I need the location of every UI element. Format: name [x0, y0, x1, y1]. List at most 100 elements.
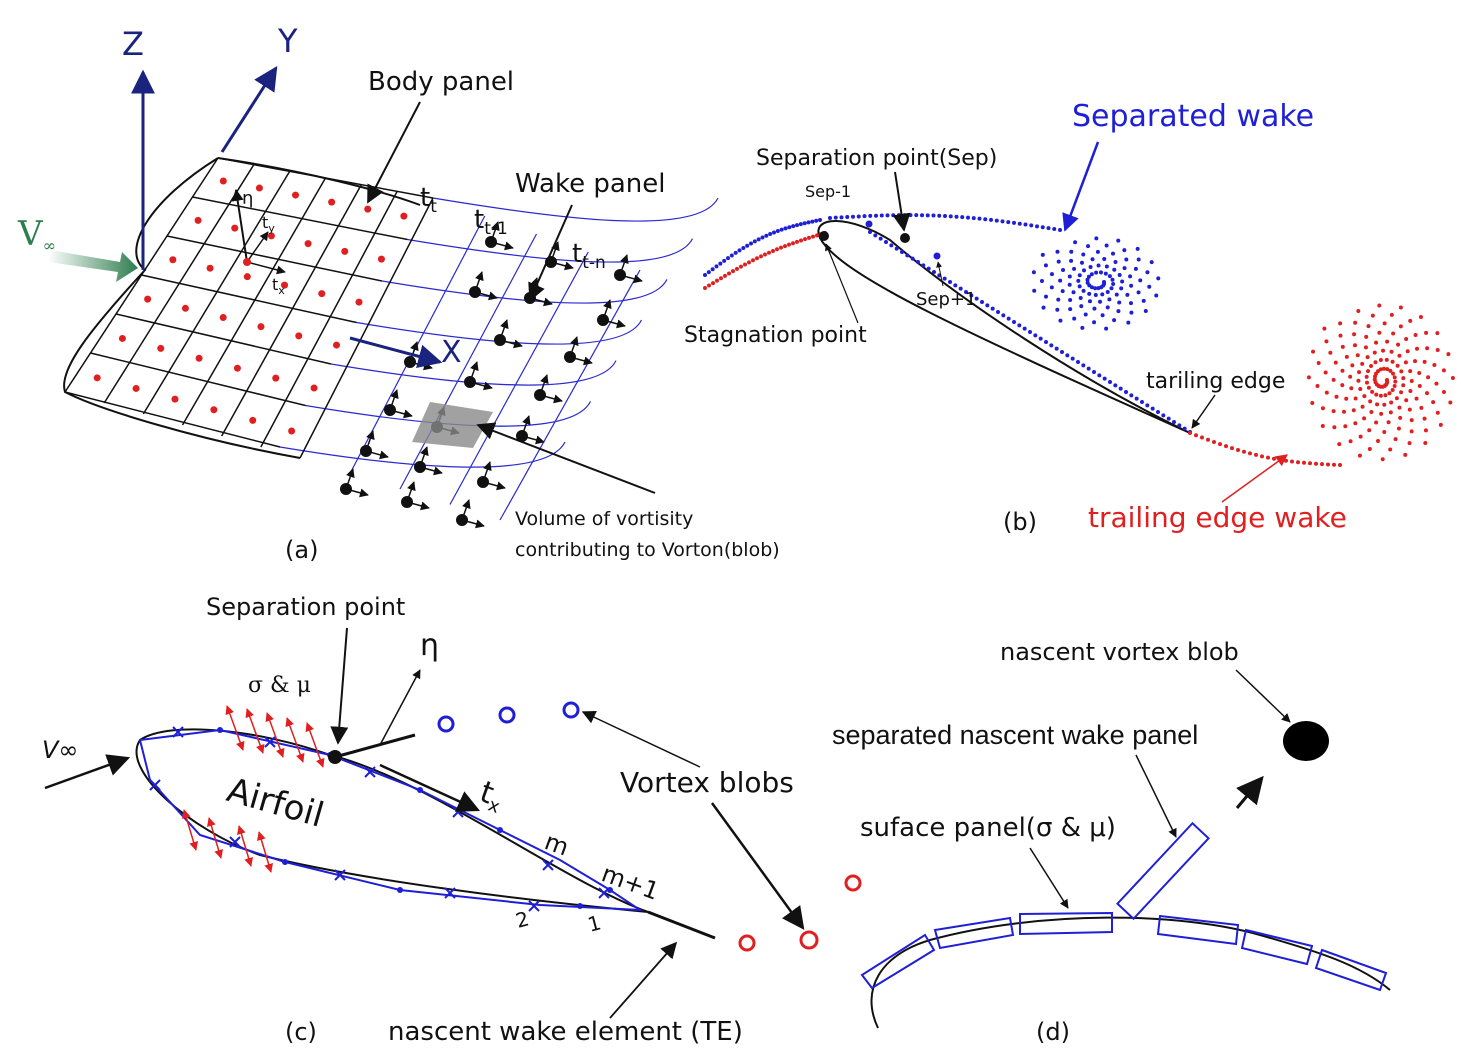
surface-curve-d: [870, 916, 1391, 1029]
blue-spiral-dot: [1087, 291, 1092, 296]
sigma-mu-arrow: [207, 817, 223, 859]
blue-wake-dot: [1140, 400, 1144, 404]
red-spiral-dot: [1392, 375, 1397, 380]
red-spiral-dot: [1396, 426, 1401, 431]
control-point: [257, 323, 265, 331]
blue-spiral-dot: [1081, 288, 1086, 293]
wake-row-line: [381, 279, 668, 304]
blue-spiral-dot: [1133, 266, 1138, 271]
blue-wake-dot: [889, 243, 894, 248]
blue-spiral-dot: [1119, 286, 1124, 291]
control-point: [281, 281, 289, 289]
panel-node-dot: [497, 827, 503, 833]
red-spiral-dot: [1441, 390, 1446, 395]
red-spiral-dot: [1397, 405, 1402, 410]
volume-label-line2: contributing to Vorton(blob): [515, 539, 780, 561]
blue-spiral-dot: [1092, 306, 1097, 311]
blue-spiral-dot: [1058, 318, 1063, 323]
surface-panel: [933, 916, 1015, 950]
red-spiral-dot: [1423, 440, 1428, 445]
blue-spiral-dot: [1096, 286, 1101, 291]
blue-spiral-dot: [1145, 270, 1150, 275]
vorton-normal: [602, 299, 612, 321]
vorton-normal: [461, 499, 471, 521]
blue-wake-dot: [1006, 220, 1011, 225]
red-spiral-dot: [1382, 321, 1387, 326]
blue-spiral-dot: [1096, 263, 1101, 268]
red-spiral-dot: [1424, 330, 1429, 335]
vortex-blob-red-2: [799, 930, 819, 950]
blue-wake-dot: [1029, 223, 1034, 228]
sigma-mu-arrow: [257, 831, 273, 873]
control-point: [272, 374, 280, 382]
red-spiral-dot: [1320, 406, 1325, 411]
blue-wake-dot: [1065, 353, 1070, 358]
blue-wake-dot: [737, 248, 742, 253]
vorton-normal: [521, 415, 531, 437]
blue-wake-dot: [1038, 336, 1043, 341]
red-spiral-dot: [1343, 424, 1348, 429]
control-point: [243, 273, 251, 281]
sep-plus-point: [933, 252, 941, 260]
blue-wake-dot: [745, 243, 750, 248]
blue-spiral-dot: [1039, 279, 1044, 284]
blue-wake-dot: [756, 237, 761, 242]
control-point: [132, 384, 140, 392]
node-2-label: 2: [513, 906, 532, 932]
red-wake-dot: [779, 245, 783, 250]
blue-spiral-dot: [1088, 264, 1093, 269]
red-spiral-dot: [1401, 376, 1406, 381]
vorton-tangent: [499, 339, 523, 349]
blue-spiral-dot: [1100, 292, 1105, 297]
sigma-mu-arrow: [265, 712, 285, 758]
red-spiral-dot: [1407, 441, 1412, 446]
red-spiral-dot: [1353, 396, 1358, 401]
trailing-edge-pointer: [1191, 394, 1216, 429]
red-spiral-dot: [1378, 358, 1383, 363]
blue-spiral-dot: [1056, 297, 1061, 302]
control-point: [333, 341, 341, 349]
red-spiral-dot: [1369, 409, 1374, 414]
node-1-label: 1: [585, 910, 604, 936]
vorton-normal: [419, 446, 429, 468]
blue-spiral-dot: [1113, 260, 1118, 265]
red-spiral-dot: [1362, 416, 1367, 421]
blue-wake-dot: [1118, 386, 1123, 391]
red-spiral-dot: [1387, 391, 1392, 396]
red-wake-dot: [1206, 437, 1210, 442]
vorton-normal: [490, 221, 500, 243]
body-row-line: [166, 235, 383, 282]
red-spiral-dot: [1389, 400, 1394, 405]
v-inf-label-c: V∞: [42, 736, 78, 764]
red-wake-dot: [1242, 449, 1246, 454]
vorton-tangent: [419, 466, 443, 476]
blue-spiral-dot: [1111, 282, 1116, 287]
wake-col-line: [499, 269, 641, 521]
red-wake-dot: [1236, 447, 1240, 452]
red-wake-dot: [1332, 462, 1336, 467]
red-spiral-dot: [1414, 396, 1419, 401]
blue-wake-dot: [749, 241, 753, 246]
red-spiral-dot: [1409, 429, 1414, 434]
red-spiral-dot: [1357, 370, 1362, 375]
red-wake-dot: [747, 260, 751, 265]
caption-b: (b): [1003, 508, 1037, 536]
red-wake-dot: [807, 235, 811, 240]
red-spiral-dot: [1395, 363, 1400, 368]
red-wake-dot: [811, 234, 815, 239]
red-spiral-dot: [1386, 420, 1391, 425]
blue-spiral-dot: [1098, 299, 1103, 304]
blue-wake-dot: [775, 229, 780, 234]
red-spiral-dot: [1374, 340, 1379, 345]
sigma-mu-arrow: [305, 722, 325, 768]
red-wake-dot: [1272, 456, 1276, 461]
control-point: [169, 256, 177, 264]
red-spiral-dot: [1344, 396, 1349, 401]
sigma-mu-arrow: [225, 705, 245, 751]
blue-wake-dot: [960, 215, 965, 220]
red-spiral-dot: [1389, 349, 1394, 354]
panel-node-x: [334, 869, 346, 881]
red-spiral-dot: [1408, 389, 1413, 394]
red-spiral-dot: [1418, 315, 1423, 320]
